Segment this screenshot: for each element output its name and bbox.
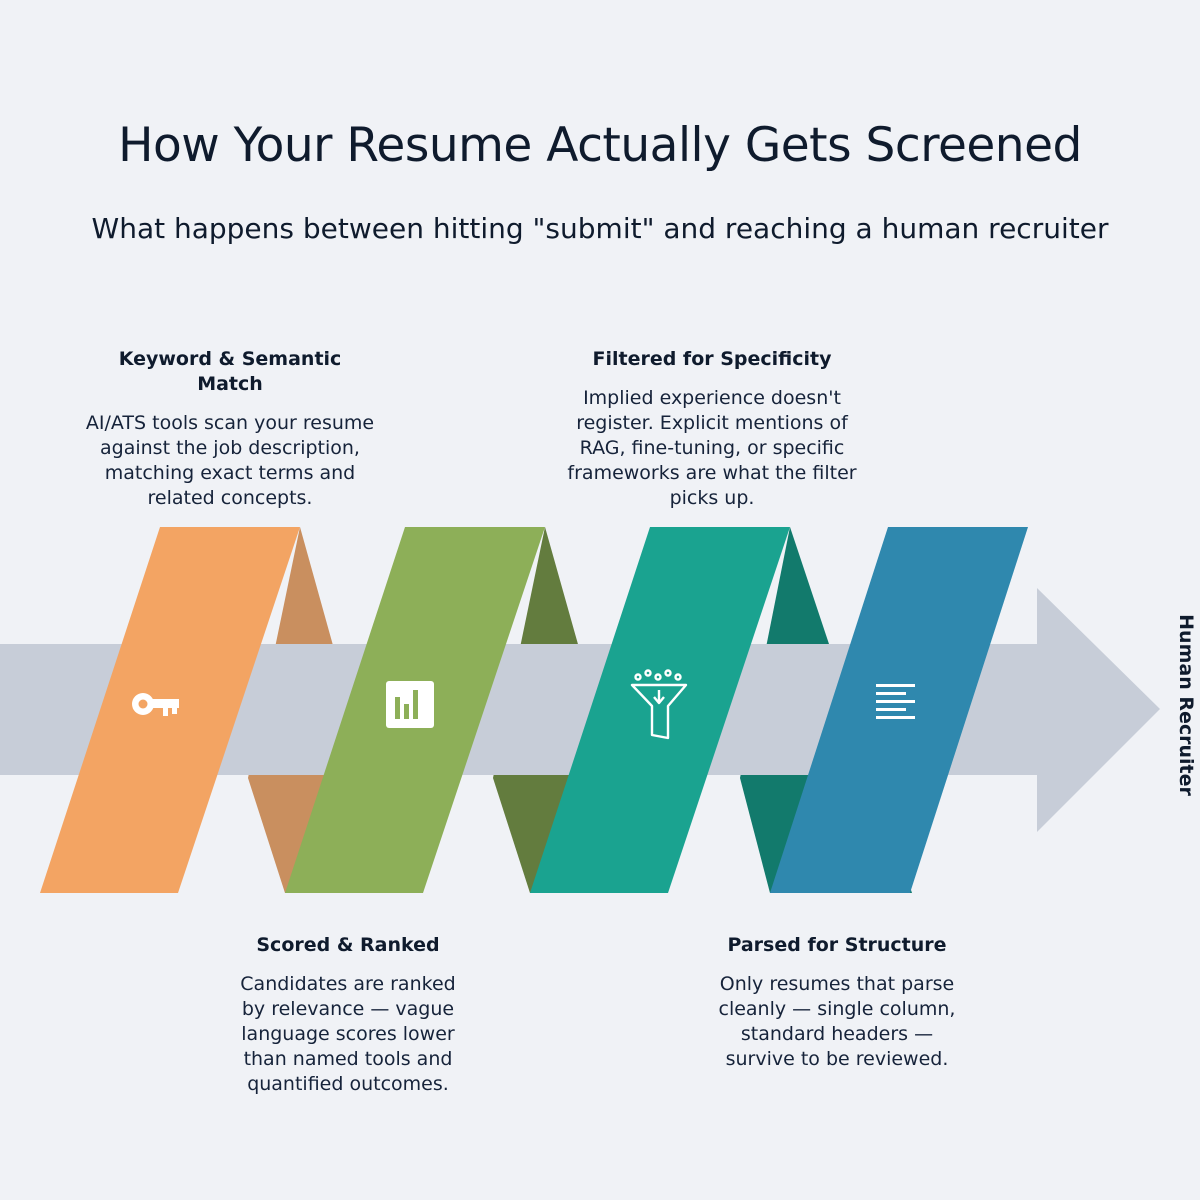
page-title: How Your Resume Actually Gets Screened [118,118,1082,173]
arrow-head [1037,588,1160,832]
step-filtered-specificity: Filtered for Specificity Implied experie… [562,347,862,511]
document-lines-icon [876,684,915,719]
step-keyword-match: Keyword & Semantic Match AI/ATS tools sc… [80,347,380,511]
key-icon [132,693,179,716]
ribbon-band-orange [40,527,300,893]
step-title: Parsed for Structure [727,934,947,956]
bar-chart-icon [386,681,434,728]
step-description: AI/ATS tools scan your resume against th… [85,412,375,509]
step-parsed-structure: Parsed for Structure Only resumes that p… [712,933,962,1072]
step-description: Only resumes that parse cleanly — single… [718,973,956,1070]
step-title: Scored & Ranked [256,934,440,956]
step-description: Implied experience doesn't register. Exp… [567,387,857,509]
page-subtitle: What happens between hitting "submit" an… [91,212,1109,245]
step-title: Keyword & Semantic Match [118,348,342,395]
funnel-icon [630,669,688,740]
ribbon-band-teal [530,527,790,893]
step-description: Candidates are ranked by relevance — vag… [240,973,456,1095]
step-scored-ranked: Scored & Ranked Candidates are ranked by… [228,933,468,1097]
end-label-human-recruiter: Human Recruiter [1175,614,1197,796]
step-title: Filtered for Specificity [592,348,832,370]
